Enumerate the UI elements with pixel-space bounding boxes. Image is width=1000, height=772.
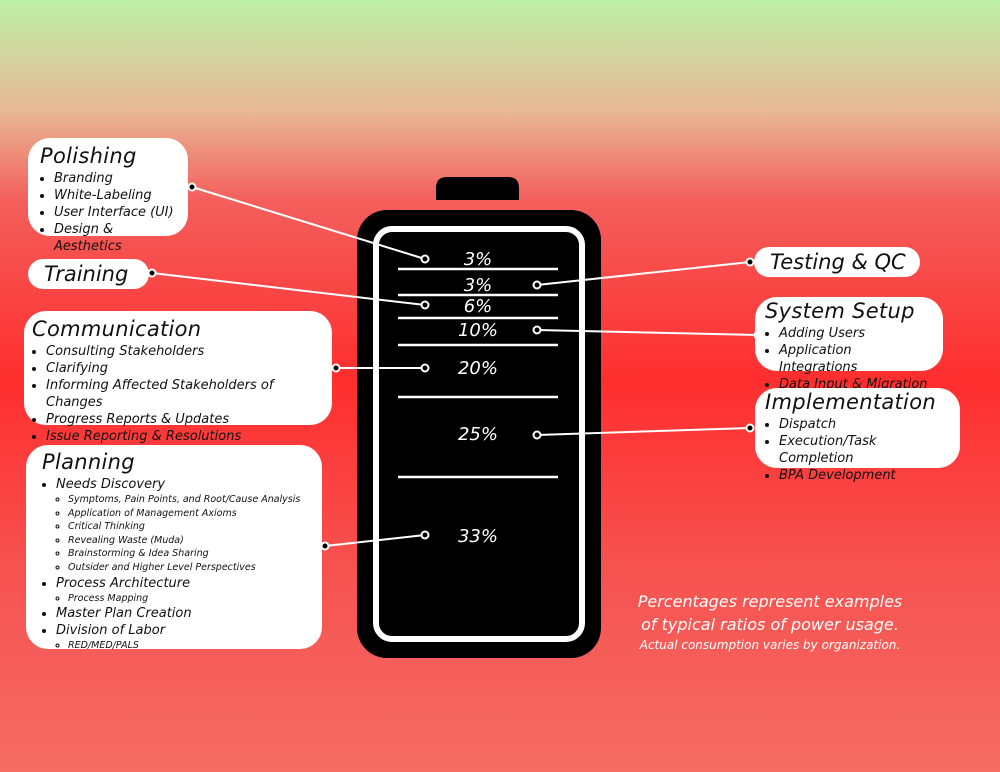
connector-lines [151, 186, 759, 547]
battery-dividers [398, 267, 558, 479]
list-item: Adding Users [779, 325, 931, 342]
segment-label-system-setup: 10% [457, 320, 498, 341]
list-item: Execution/Task Completion [779, 433, 948, 467]
list-item: Consulting Stakeholders [46, 343, 320, 360]
process-architecture-label: Process Architecture [56, 575, 191, 591]
dot-implementation-b [745, 423, 755, 433]
dot-planning-b [420, 530, 430, 540]
communication-box: Communication Consulting Stakeholders Cl… [24, 311, 332, 444]
segment-label-communication: 20% [457, 358, 498, 379]
battery-cap [436, 177, 519, 200]
testing-qc-box: Testing & QC [754, 247, 920, 277]
dot-system-a [532, 325, 542, 335]
dot-implementation-a [532, 430, 542, 440]
planning-box: Planning Needs Discovery Symptoms, Pain … [26, 445, 322, 651]
segment-label-planning: 33% [457, 526, 498, 547]
dot-planning-a [320, 541, 330, 551]
dot-training-a [147, 268, 157, 278]
connector-planning [324, 534, 426, 547]
implementation-title: Implementation [765, 390, 936, 414]
list-item: User Interface (UI) [54, 204, 176, 221]
training-box: Training [28, 259, 149, 289]
connector-system [536, 329, 759, 336]
dot-testing-b [745, 257, 755, 267]
connector-implementation [536, 427, 751, 436]
sub-list-item: Critical Thinking [68, 520, 310, 534]
list-item: Master Plan Creation [56, 605, 310, 622]
division-of-labor-label: Division of Labor [56, 623, 166, 639]
connector-polishing [191, 186, 426, 260]
communication-title: Communication [32, 317, 202, 341]
testing-qc-title: Testing & QC [770, 250, 906, 274]
dot-communication-b [420, 363, 430, 373]
list-item: White-Labeling [54, 187, 176, 204]
implementation-box: Implementation Dispatch Execution/Task C… [755, 388, 960, 483]
polishing-box: Polishing Branding White-Labeling User I… [28, 138, 188, 254]
battery-cell [398, 252, 558, 616]
list-item: Design & Aesthetics [54, 221, 176, 255]
needs-discovery-label: Needs Discovery [56, 477, 166, 492]
segment-label-implementation: 25% [457, 424, 498, 445]
segment-label-training: 6% [463, 296, 493, 317]
polishing-title: Polishing [40, 144, 137, 168]
footnote-line-3: Actual consumption varies by organizatio… [639, 638, 901, 652]
segment-label-polishing: 3% [463, 249, 493, 270]
list-item: Informing Affected Stakeholders of Chang… [46, 377, 320, 411]
dot-training-b [420, 300, 430, 310]
training-title: Training [44, 262, 129, 286]
sub-list-item: RED/MED/PALS [68, 639, 310, 653]
list-item: Progress Reports & Updates [46, 411, 320, 428]
list-item: Branding [54, 170, 176, 187]
dot-polishing-a [187, 182, 197, 192]
list-item: Process Architecture Process Mapping [56, 575, 310, 606]
battery-icon [357, 177, 601, 658]
sub-list-item: Process Mapping [68, 592, 310, 606]
sub-list-item: Application of Management Axioms [68, 507, 310, 521]
system-setup-box: System Setup Adding Users Application In… [755, 297, 943, 392]
sub-list-item: Brainstorming & Idea Sharing [68, 547, 310, 561]
planning-title: Planning [42, 450, 135, 474]
list-item: Division of Labor RED/MED/PALS [56, 622, 310, 653]
connector-training [151, 272, 426, 306]
connector-dots [147, 182, 763, 551]
list-item: BPA Development [779, 467, 948, 484]
list-item: Dispatch [779, 416, 948, 433]
footnote-line-1: Percentages represent examples [637, 592, 903, 611]
footnote-line-2: of typical ratios of power usage. [641, 615, 899, 634]
connector-testing [536, 261, 751, 286]
dot-communication-a [331, 363, 341, 373]
footnote: Percentages represent examples of typica… [600, 590, 940, 654]
sub-list-item: Outsider and Higher Level Perspectives [68, 561, 310, 575]
dot-testing-a [532, 280, 542, 290]
segment-label-testing: 3% [463, 275, 493, 296]
system-setup-title: System Setup [765, 299, 915, 323]
sub-list-item: Symptoms, Pain Points, and Root/Cause An… [68, 493, 310, 507]
list-item: Clarifying [46, 360, 320, 377]
dot-polishing-b [420, 254, 430, 264]
sub-list-item: Revealing Waste (Muda) [68, 534, 310, 548]
list-item: Application Integrations [779, 342, 931, 376]
list-item: Needs Discovery Symptoms, Pain Points, a… [56, 476, 310, 575]
list-item: Issue Reporting & Resolutions [46, 428, 320, 445]
